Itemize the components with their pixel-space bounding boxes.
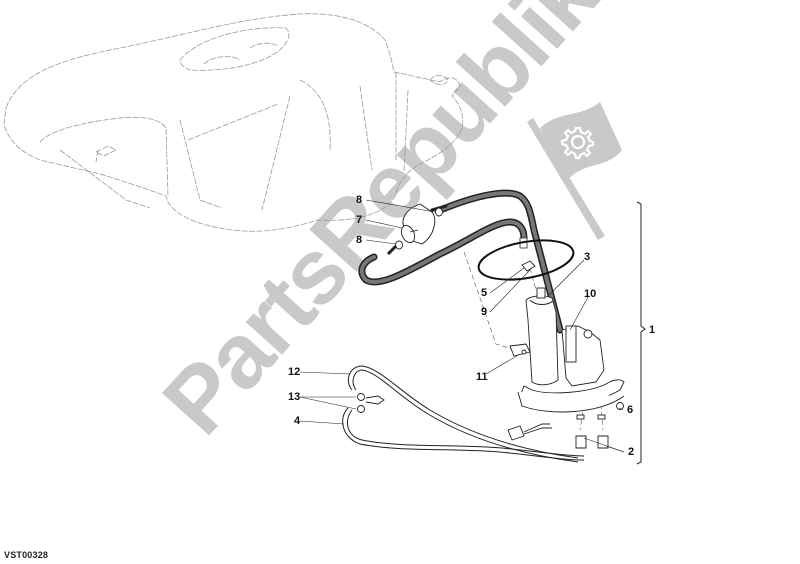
assembly-bracket — [636, 201, 646, 465]
hose-clamps-13 — [357, 393, 385, 413]
hose-clamp-upper — [435, 207, 443, 217]
callout-13: 13 — [288, 391, 301, 403]
braided-fuel-hose — [358, 189, 564, 334]
callout-11: 11 — [476, 371, 488, 383]
pump-nut-6 — [616, 402, 624, 410]
callout-12: 12 — [288, 366, 301, 378]
callout-8-lower: 8 — [356, 234, 363, 246]
callout-4: 4 — [294, 415, 301, 427]
callout-8-upper: 8 — [356, 194, 363, 206]
watermark-flag-pole — [527, 118, 605, 240]
callout-9: 9 — [481, 306, 488, 318]
diagram-reference-code: VST00328 — [4, 550, 49, 560]
callout-5: 5 — [481, 287, 488, 299]
callout-3: 3 — [584, 251, 591, 263]
watermark: PartsRepublik — [144, 0, 622, 453]
fuel-filter — [386, 203, 443, 256]
gear-icon — [560, 126, 595, 160]
callout-10: 10 — [584, 288, 597, 300]
watermark-text: PartsRepublik — [144, 0, 618, 453]
o-ring — [477, 239, 575, 281]
svg-text:PartsRepublik: PartsRepublik — [144, 0, 618, 453]
fuel-tank-outline — [3, 13, 464, 232]
o-ring-seal-part-5 — [521, 260, 536, 272]
breather-hoses — [342, 365, 585, 463]
leader-lines — [299, 199, 625, 453]
callout-7: 7 — [356, 214, 363, 226]
electrical-connector — [507, 423, 552, 441]
watermark-flag-icon — [540, 102, 622, 182]
callout-2: 2 — [628, 446, 635, 458]
hose-clamp-lower — [395, 240, 403, 250]
fuel-pump-unit — [509, 287, 625, 413]
callout-6: 6 — [627, 404, 634, 416]
fasteners — [575, 414, 609, 449]
callout-1: 1 — [649, 324, 656, 336]
